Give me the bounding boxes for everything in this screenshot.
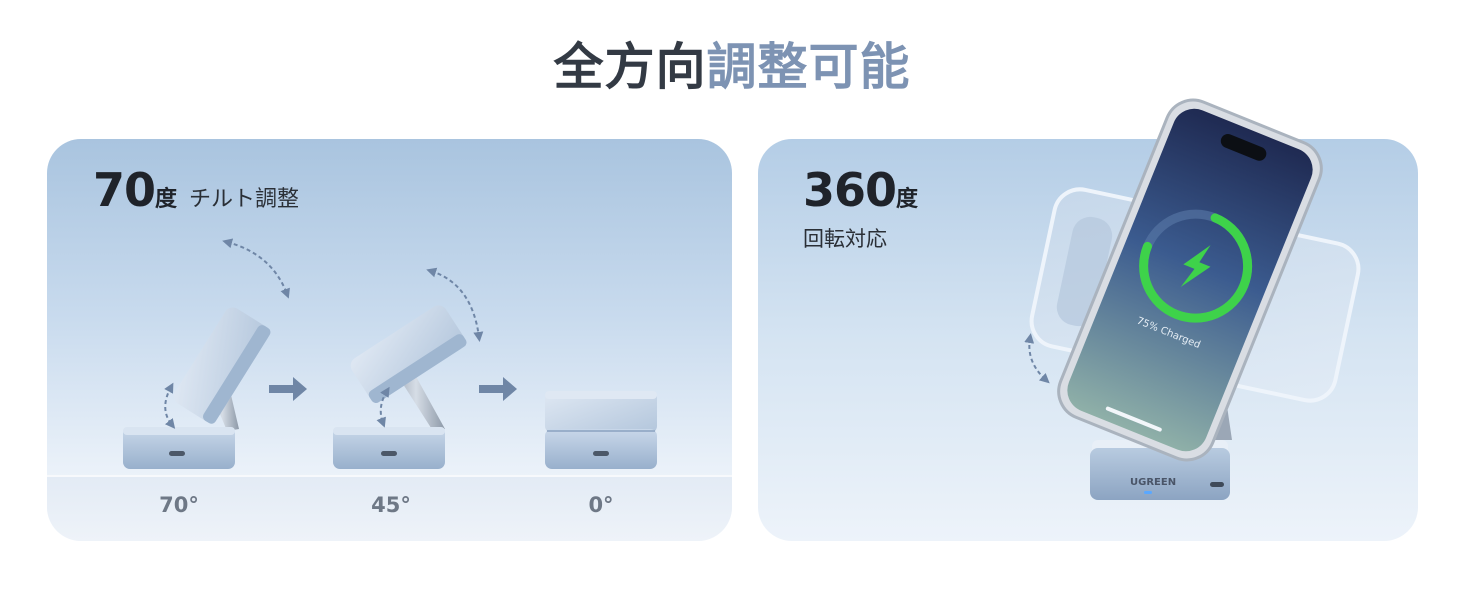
arrow-right-icon [269, 377, 307, 401]
angle-label-45: 45° [371, 493, 411, 517]
arrow-right-icon [479, 377, 517, 401]
rotate-unit: 度 [896, 187, 919, 212]
angle-label-70: 70° [159, 493, 199, 517]
tilt-subtitle: チルト調整 [189, 187, 300, 212]
tilt-illustration [123, 238, 657, 469]
rotate-value: 360 [803, 163, 897, 217]
tilt-panel: 70度チルト調整 [47, 139, 732, 541]
title-part-2: 調整可能 [706, 38, 911, 96]
floor-surface [47, 475, 732, 541]
tilt-unit: 度 [155, 187, 178, 212]
tilt-value: 70 [93, 163, 156, 217]
title-part-1: 全方向 [553, 38, 707, 96]
rotate-heading: 360度 [803, 163, 918, 217]
device-0-degree [545, 391, 657, 469]
angle-label-0: 0° [588, 493, 614, 517]
rotate-panel: 360度 回転対応 [758, 139, 1418, 541]
rotate-subtitle: 回転対応 [803, 227, 887, 251]
device-70-degree [123, 238, 290, 469]
device-45-degree [333, 267, 484, 469]
tilt-heading: 70度チルト調整 [93, 163, 299, 217]
page-title: 全方向調整可能 [0, 32, 1464, 102]
